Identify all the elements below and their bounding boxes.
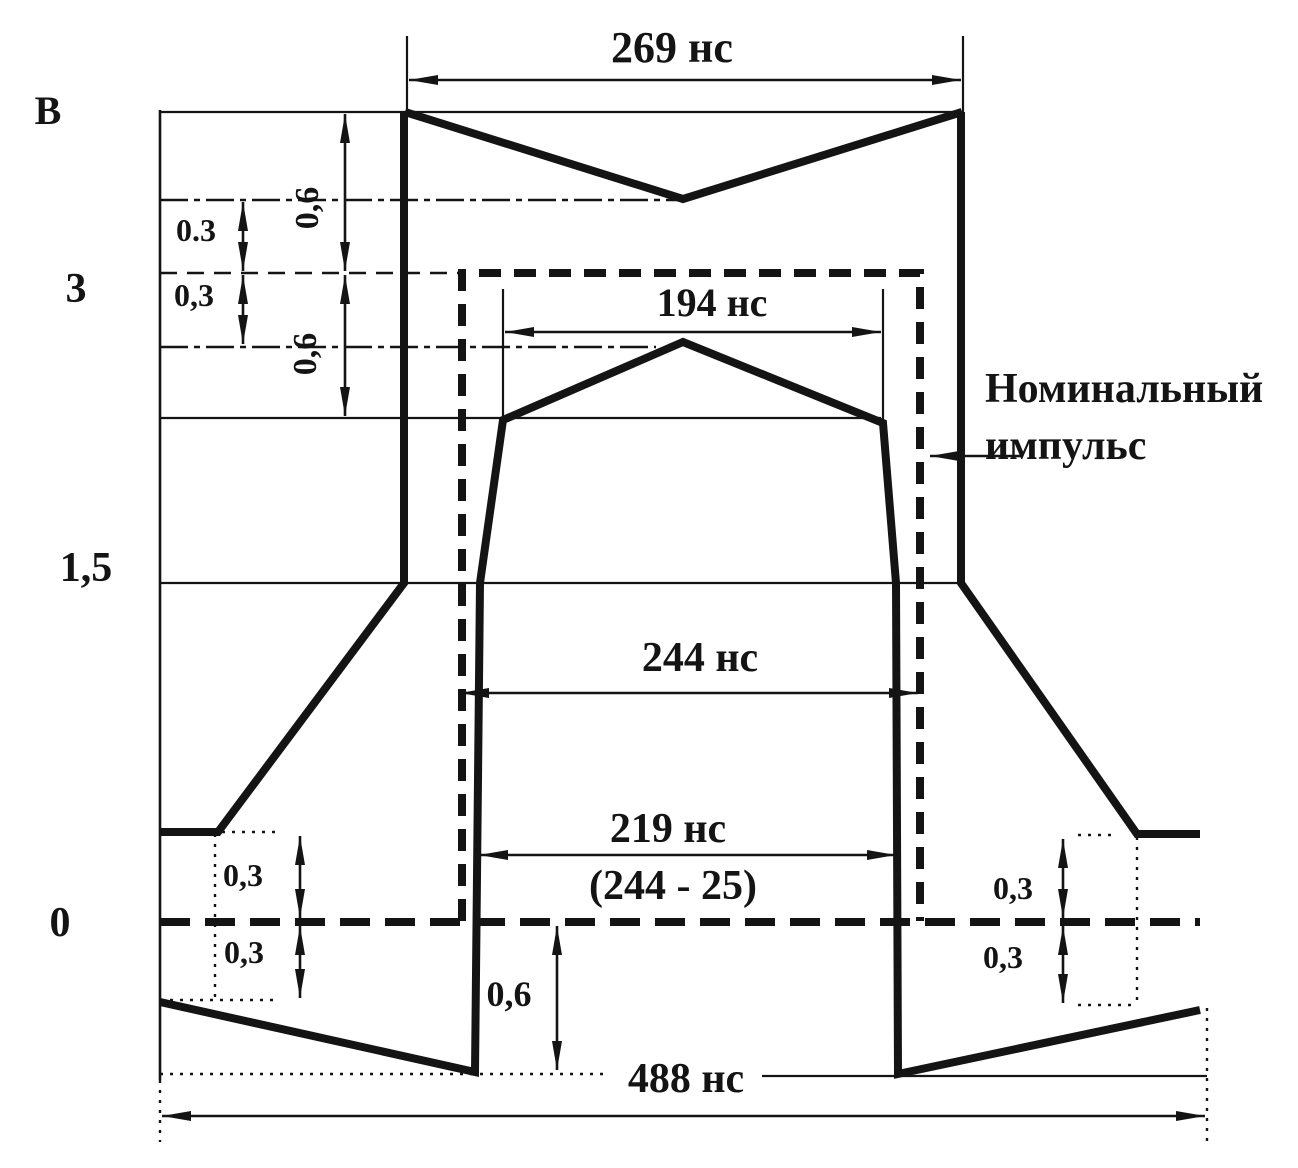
axis-unit-label: В [35,88,62,133]
reference-lines [158,110,1207,1080]
inner-boundary-path [159,337,1201,1079]
axis-labels: В 3 1,5 0 [35,88,113,946]
tol-label-br-03-b: 0,3 [983,939,1023,975]
tol-label-tl-06-a: 0,6 [289,187,326,230]
axis-tick-3: 3 [66,266,87,312]
nominal-pulse-outline [160,269,1200,926]
dim-label-488: 488 нс [628,1056,744,1102]
dim-label-194: 194 нс [657,280,768,325]
note-line-2: импульс [985,423,1146,469]
tol-label-tl-03-b: 0,3 [174,277,214,313]
axis-tick-0: 0 [50,900,71,946]
nominal-pulse-note: Номинальный импульс [985,366,1263,469]
dimension-arrows [162,75,1205,1121]
axis-tick-1-5: 1,5 [60,545,113,591]
mask-outer-boundary [160,108,1200,838]
extension-lines [158,36,1209,1142]
nominal-pulse-path [458,269,924,921]
tol-label-tl-03-a: 0.3 [176,212,216,248]
dimension-labels: 269 нс 194 нс 244 нс 219 нс (244 - 25) 4… [589,23,767,1102]
outer-right-edge [957,112,1200,838]
dim-label-269: 269 нс [611,23,733,72]
dim-label-244: 244 нс [642,635,758,681]
note-line-1: Номинальный [985,366,1263,412]
dim-label-219-formula: (244 - 25) [589,863,757,909]
mask-inner-boundary [159,337,1201,1079]
tol-label-bc-06: 0,6 [487,974,532,1014]
tol-label-bl-03-a: 0,3 [223,857,263,893]
tolerance-arrows [238,114,1068,1070]
tol-label-bl-03-b: 0,3 [224,934,264,970]
tolerance-labels: 0.3 0,3 0,6 0,6 0,3 0,3 0,6 0,3 0,3 [174,187,1033,1014]
tol-label-br-03-a: 0,3 [993,870,1033,906]
outer-top-vee [403,108,964,204]
tol-label-tl-06-b: 0,6 [287,333,324,376]
outer-left-edge [160,112,408,836]
dim-label-219: 219 нс [610,806,726,852]
